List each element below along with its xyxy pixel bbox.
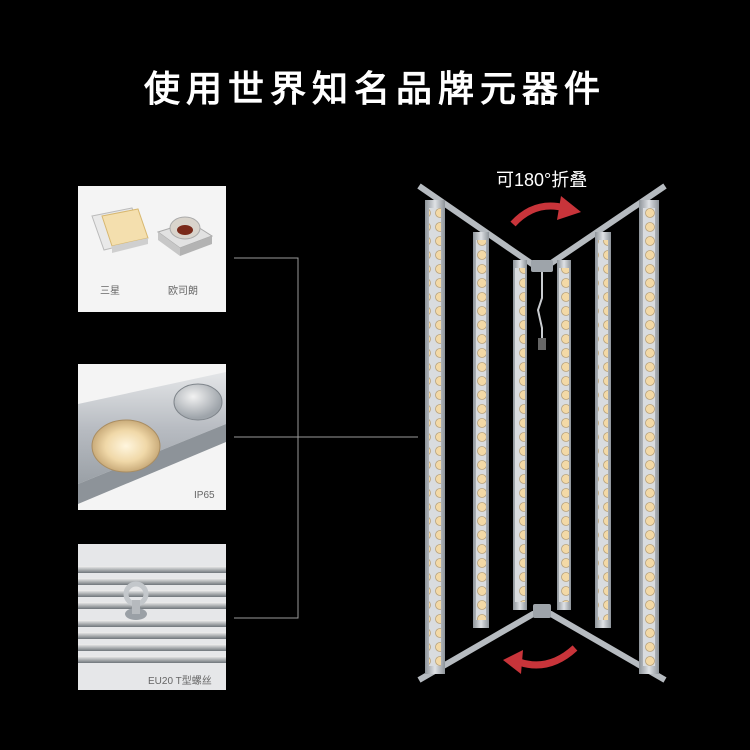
led-chip-panel: 三星 欧司朗 [78, 186, 226, 312]
profile-ridges [78, 566, 226, 663]
profile-panel: EU20 T型螺丝 [78, 544, 226, 690]
grow-light-fixture [417, 183, 667, 683]
bottom-frame [417, 611, 667, 683]
lens-panel: IP65 [78, 364, 226, 510]
samsung-chip [91, 207, 149, 253]
osram-label: 欧司朗 [168, 286, 198, 297]
top-frame [417, 183, 667, 269]
samsung-label: 三星 [100, 286, 120, 297]
profile-illustration [78, 544, 226, 690]
fold-label: 可180°折叠 [496, 170, 588, 190]
t-bolt-icon [123, 581, 149, 620]
ip65-label: IP65 [194, 490, 215, 501]
eu20-label: EU20 T型螺丝 [148, 676, 212, 687]
headline: 使用世界知名品牌元器件 [143, 68, 606, 110]
led-chips-illustration [91, 207, 214, 256]
center-hinge [531, 260, 553, 618]
fold-arrow-top-icon [510, 196, 581, 227]
lens-illustration [78, 372, 226, 504]
led-bars [425, 200, 659, 674]
fold-arrow-bottom-icon [503, 645, 578, 674]
osram-chip [156, 216, 214, 256]
